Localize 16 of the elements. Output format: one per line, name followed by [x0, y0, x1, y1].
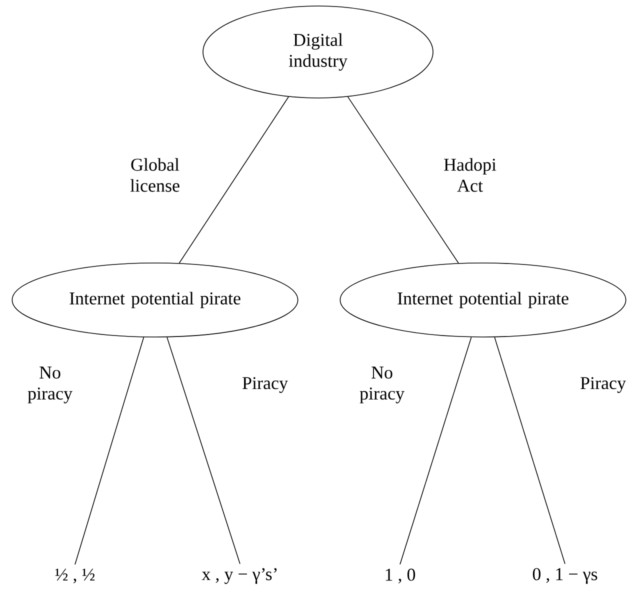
edge-label: Piracy — [242, 377, 288, 393]
tree-branch — [74, 336, 144, 565]
edge-label: Piracy — [580, 377, 626, 393]
payoff-text: ½ , ½ — [55, 568, 95, 584]
tree-branch — [400, 336, 472, 565]
payoff-text: 0 , 1 − γs — [532, 568, 598, 584]
tree-branch — [166, 336, 240, 564]
edge-label: Global license — [130, 158, 180, 192]
tree-branch — [347, 96, 459, 264]
edge-label: No piracy — [28, 366, 72, 404]
edge-label: No piracy — [360, 366, 404, 404]
tree-branch — [494, 336, 566, 564]
tree-branch — [178, 96, 289, 264]
payoff-text: x , y − γ’s’ — [202, 568, 277, 584]
edge-label: Hadopi Act — [444, 158, 496, 192]
payoff-text: 1 , 0 — [386, 568, 416, 584]
